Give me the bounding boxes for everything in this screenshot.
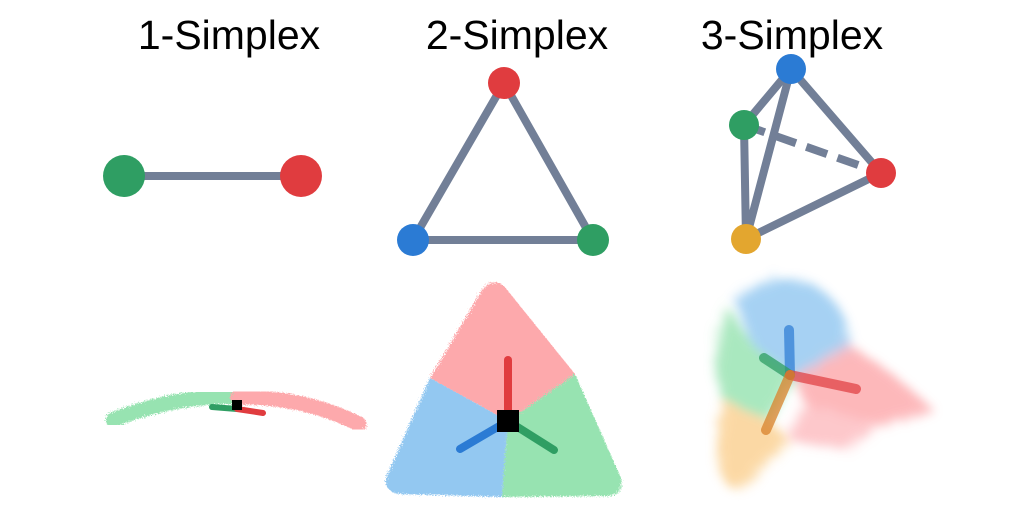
one-simplex-graph: [103, 155, 322, 197]
vertex-red: [488, 67, 520, 99]
region-green: [715, 305, 795, 420]
title-1-simplex: 1-Simplex: [138, 12, 321, 58]
vertex-orange: [731, 224, 761, 254]
dashed-hidden-edge: [742, 121, 883, 177]
edge-line: [742, 65, 795, 243]
vertex-blue: [397, 224, 429, 256]
region-red: [430, 282, 575, 421]
direction-red: [785, 370, 861, 394]
centroid-square: [232, 400, 242, 410]
title-3-simplex: 3-Simplex: [701, 12, 884, 58]
direction-blue: [784, 325, 795, 380]
region-blue: [385, 378, 508, 497]
edge-line: [740, 121, 750, 243]
direction-green: [759, 353, 795, 380]
vertex-red: [866, 158, 896, 188]
vertex-green: [103, 155, 145, 197]
direction-orange: [761, 370, 795, 435]
title-2-simplex: 2-Simplex: [426, 12, 609, 58]
region-orange: [717, 400, 790, 488]
three-simplex-embedding: [715, 279, 934, 488]
vertex-green: [729, 110, 759, 140]
three-simplex-graph: [729, 54, 896, 254]
region-green: [502, 374, 622, 497]
region-red: [795, 345, 934, 425]
vertex-red: [280, 155, 322, 197]
region-red-lower: [785, 405, 880, 450]
two-simplex-graph: [397, 67, 609, 256]
triangle-edges: [409, 79, 597, 244]
region-red-arc: [230, 389, 367, 432]
region-green-arc: [105, 389, 246, 428]
centroid-square: [497, 410, 519, 432]
two-simplex-embedding: [385, 282, 622, 497]
one-simplex-embedding: [105, 389, 367, 432]
edge-line: [787, 65, 885, 177]
edge-line: [742, 169, 885, 243]
vertex-green: [577, 224, 609, 256]
vertex-blue: [776, 54, 806, 84]
